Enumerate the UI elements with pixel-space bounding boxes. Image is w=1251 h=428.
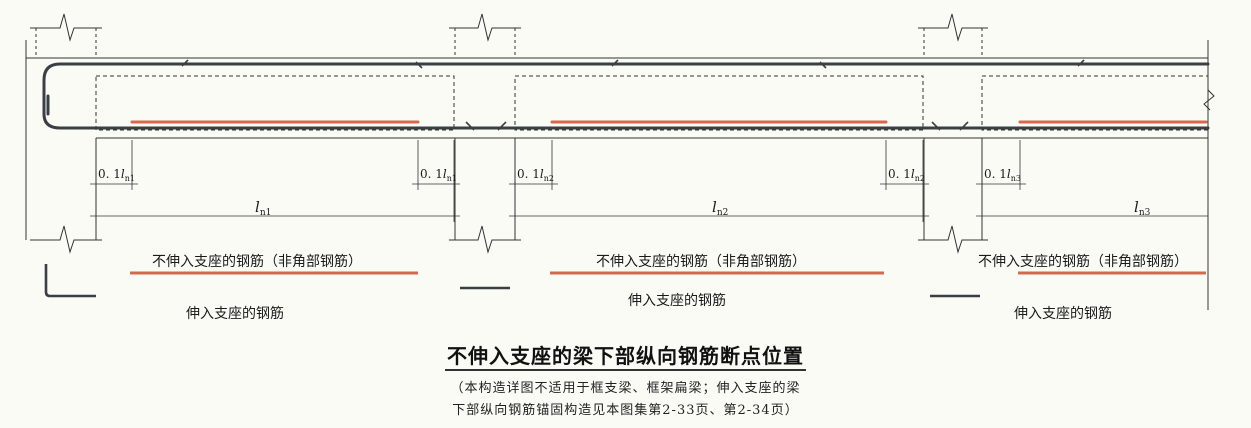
column-lines-bottom [30, 138, 988, 254]
dimension-labels: 0. 1ln1 0. 1ln1 0. 1ln2 0. 1ln2 0. 1ln3 … [98, 167, 1151, 218]
figure-title: 不伸入支座的梁下部纵向钢筋断点位置 [0, 340, 1251, 371]
legend-extending-bars [44, 264, 980, 298]
dim-span1-right: 0. 1ln1 [420, 167, 457, 183]
label-extending-2: 伸入支座的钢筋 [628, 292, 726, 309]
dim-span3-left: 0. 1ln3 [984, 167, 1021, 183]
label-extending-3: 伸入支座的钢筋 [1014, 305, 1112, 322]
figure-note-line-1: （本构造详图不适用于框支梁、框架扁梁；伸入支座的梁 [450, 381, 801, 396]
label-non-extending-2: 不伸入支座的钢筋（非角部钢筋） [596, 253, 806, 270]
column-1-top [30, 13, 102, 58]
column-3-top [918, 13, 988, 58]
span-length-1: ln1 [255, 198, 271, 218]
rebar-lap-marks [181, 59, 1085, 131]
dimension-lines [90, 140, 1208, 222]
dim-span2-left: 0. 1ln2 [517, 167, 554, 183]
main-rebar [42, 62, 1210, 130]
column-2-top [449, 13, 521, 58]
span-length-2: ln2 [712, 198, 728, 218]
dim-span2-right: 0. 1ln2 [888, 167, 925, 183]
label-non-extending-3: 不伸入支座的钢筋（非角部钢筋） [978, 253, 1188, 270]
span-length-3: ln3 [1134, 198, 1151, 218]
stirrups [95, 75, 1209, 131]
figure-note-line-2: 下部纵向钢筋锚固构造见本图集第2-33页、第2-34页） [452, 403, 799, 418]
label-non-extending-1: 不伸入支座的钢筋（非角部钢筋） [152, 253, 362, 270]
label-extending-1: 伸入支座的钢筋 [186, 305, 284, 322]
dim-span1-left: 0. 1ln1 [98, 167, 135, 183]
